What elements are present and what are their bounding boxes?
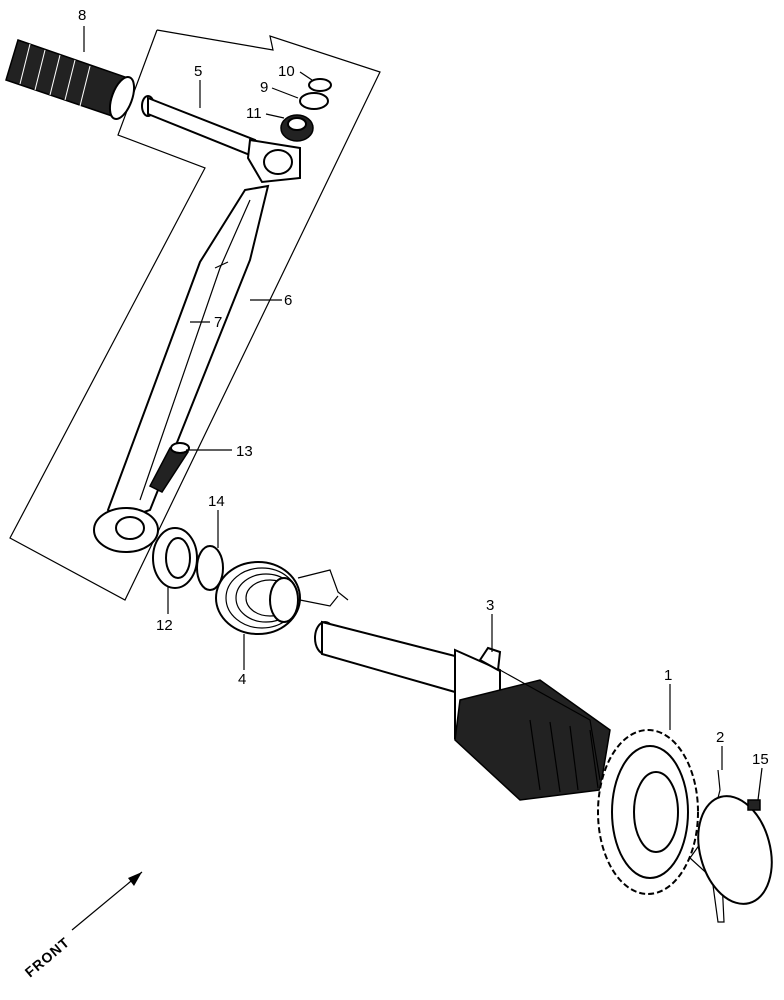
label-6: 6 — [284, 292, 292, 309]
kick-gear — [597, 729, 699, 895]
circlip-14 — [196, 545, 224, 591]
front-label: FRONT — [22, 934, 73, 980]
assembly-group-outline — [9, 29, 381, 601]
label-7: 7 — [214, 314, 222, 331]
return-spring — [215, 561, 349, 635]
label-5: 5 — [194, 63, 202, 80]
washer-10 — [308, 78, 332, 92]
bolt-13 — [148, 442, 190, 493]
label-9: 9 — [260, 79, 268, 96]
pivot-pin — [141, 95, 257, 157]
kick-spindle — [314, 620, 611, 801]
label-13: 13 — [236, 443, 253, 460]
label-10: 10 — [278, 63, 295, 80]
leader-lines — [83, 26, 763, 801]
label-3: 3 — [486, 597, 494, 614]
washer-9 — [299, 92, 329, 110]
label-1: 1 — [664, 667, 672, 684]
label-8: 8 — [78, 7, 86, 24]
circlip-15 — [697, 795, 773, 905]
label-4: 4 — [238, 671, 246, 688]
kick-arm — [93, 184, 270, 553]
kick-arm-head — [246, 138, 301, 184]
label-2: 2 — [716, 729, 724, 746]
label-14: 14 — [208, 493, 225, 510]
label-11: 11 — [246, 105, 262, 122]
circlip-tab — [747, 799, 761, 811]
grip-rubber — [5, 39, 136, 120]
front-direction-indicator: FRONT — [22, 871, 143, 980]
label-12: 12 — [156, 617, 173, 634]
label-15: 15 — [752, 751, 769, 768]
nut-11 — [280, 114, 314, 142]
washer-12 — [152, 527, 198, 589]
